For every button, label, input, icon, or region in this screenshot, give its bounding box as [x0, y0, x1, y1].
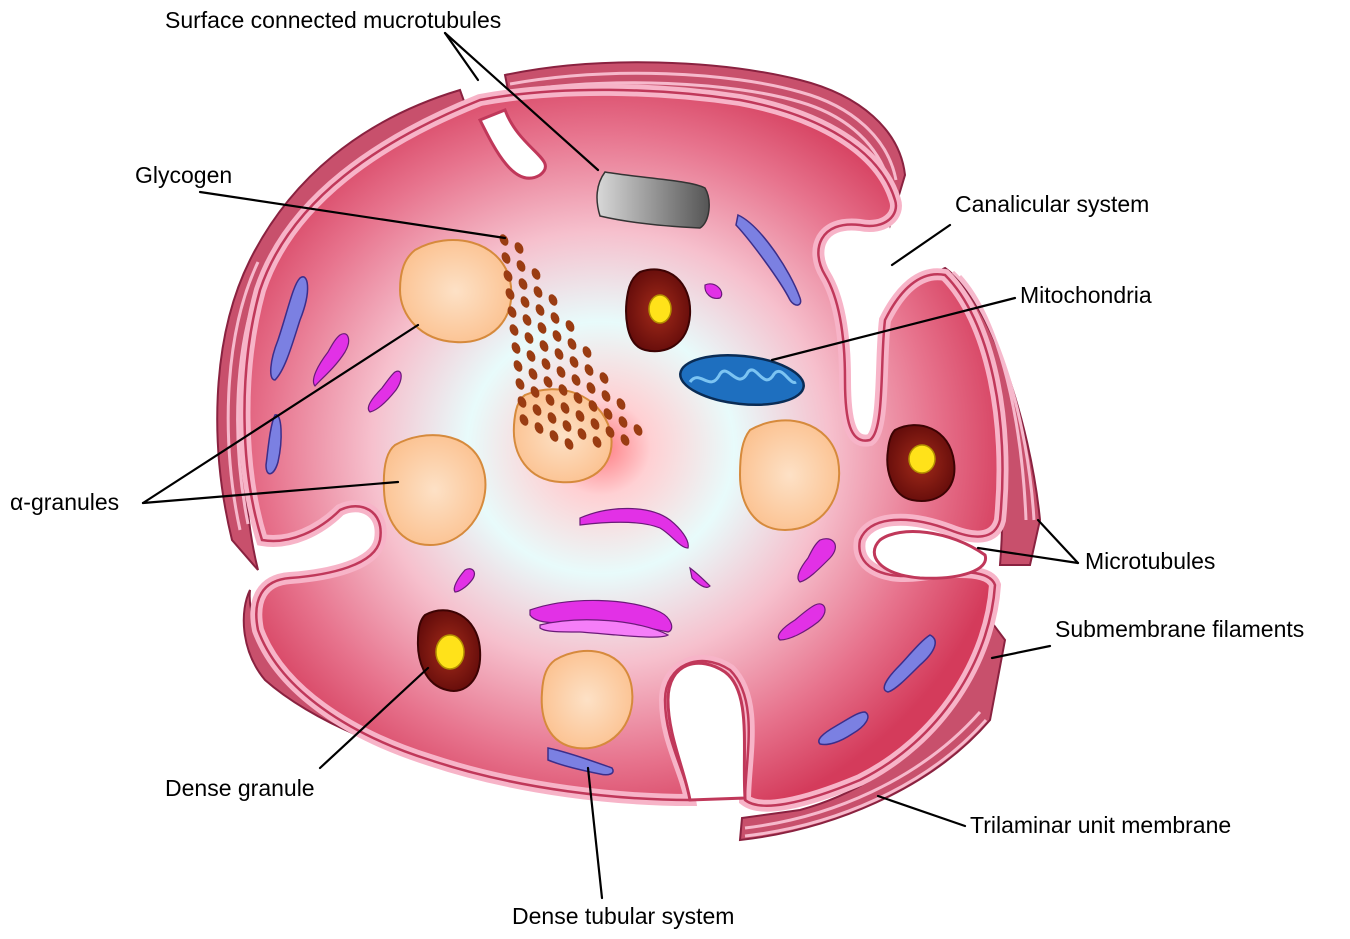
glycogen-particle	[513, 360, 523, 372]
glycogen-particle	[532, 404, 542, 416]
label-submembrane-filaments: Submembrane filaments	[1055, 616, 1304, 642]
glycogen-particle	[543, 376, 553, 388]
glycogen-particle	[526, 350, 536, 362]
glycogen-particle	[524, 332, 534, 344]
label-dense-tubular-system: Dense tubular system	[512, 903, 734, 929]
glycogen-particle	[549, 430, 559, 442]
surface-microtubule	[596, 171, 710, 229]
label-microtubules: Microtubules	[1085, 548, 1215, 574]
mitochondrion	[679, 354, 805, 406]
glycogen-particle	[519, 414, 529, 426]
glycogen-particle	[558, 384, 568, 396]
glycogen-particle	[592, 436, 602, 448]
label-alpha-granules: α-granules	[10, 489, 119, 515]
glycogen-particle	[511, 342, 521, 354]
glycogen-particle	[537, 322, 547, 334]
glycogen-particle	[522, 314, 532, 326]
glycogen-particle	[530, 386, 540, 398]
glycogen-particle	[509, 324, 519, 336]
glycogen-particle	[552, 330, 562, 342]
glycogen-particle	[590, 418, 600, 430]
dense-tubular-system	[265, 213, 936, 776]
glycogen-particle	[501, 252, 511, 264]
glycogen-particle	[584, 364, 594, 376]
glycogen-particle	[560, 402, 570, 414]
glycogen-particle	[518, 278, 528, 290]
glycogen-particle	[620, 434, 630, 446]
glycogen-particles	[499, 234, 643, 450]
glycogen-particle	[514, 242, 524, 254]
glycogen-particle	[517, 396, 527, 408]
glycogen-particle	[633, 424, 643, 436]
glycogen-particle	[541, 358, 551, 370]
glycogen-particle	[554, 348, 564, 360]
glycogen-particle	[547, 412, 557, 424]
label-canalicular-system: Canalicular system	[955, 191, 1149, 217]
glycogen-particle	[556, 366, 566, 378]
label-glycogen: Glycogen	[135, 162, 232, 188]
glycogen-particle	[531, 268, 541, 280]
glycogen-particle	[515, 378, 525, 390]
glycogen-particle	[534, 422, 544, 434]
glycogen-particle	[533, 286, 543, 298]
leader-lines	[141, 31, 1080, 900]
glycogen-particle	[503, 270, 513, 282]
label-mitochondria: Mitochondria	[1020, 282, 1152, 308]
glycogen-particle	[520, 296, 530, 308]
glycogen-particle	[550, 312, 560, 324]
glycogen-particle	[505, 288, 515, 300]
canalicular-openings	[477, 108, 987, 802]
glycogen-particle	[601, 390, 611, 402]
glycogen-particle	[599, 372, 609, 384]
glycogen-particle	[582, 346, 592, 358]
glycogen-particle	[516, 260, 526, 272]
glycogen-particle	[565, 320, 575, 332]
glycogen-particle	[562, 420, 572, 432]
glycogen-particle	[569, 356, 579, 368]
glycogen-particle	[539, 340, 549, 352]
glycogen-particle	[528, 368, 538, 380]
glycogen-particle	[507, 306, 517, 318]
glycogen-particle	[567, 338, 577, 350]
glycogen-particle	[535, 304, 545, 316]
magenta-tubular-elements	[312, 283, 836, 641]
label-dense-granule: Dense granule	[165, 775, 315, 801]
glycogen-particle	[571, 374, 581, 386]
glycogen-particle	[616, 398, 626, 410]
dense-granules	[416, 268, 956, 692]
glycogen-particle	[577, 428, 587, 440]
glycogen-particle	[618, 416, 628, 428]
glycogen-particle	[588, 400, 598, 412]
label-surface-connected-microtubules: Surface connected mucrotubules	[165, 7, 501, 33]
glycogen-particle	[603, 408, 613, 420]
glycogen-particle	[564, 438, 574, 450]
label-trilaminar-unit-membrane: Trilaminar unit membrane	[970, 812, 1231, 838]
glycogen-particle	[573, 392, 583, 404]
glycogen-particle	[545, 394, 555, 406]
glycogen-particle	[586, 382, 596, 394]
glycogen-particle	[548, 294, 558, 306]
glycogen-particle	[575, 410, 585, 422]
glycogen-particle	[605, 426, 615, 438]
